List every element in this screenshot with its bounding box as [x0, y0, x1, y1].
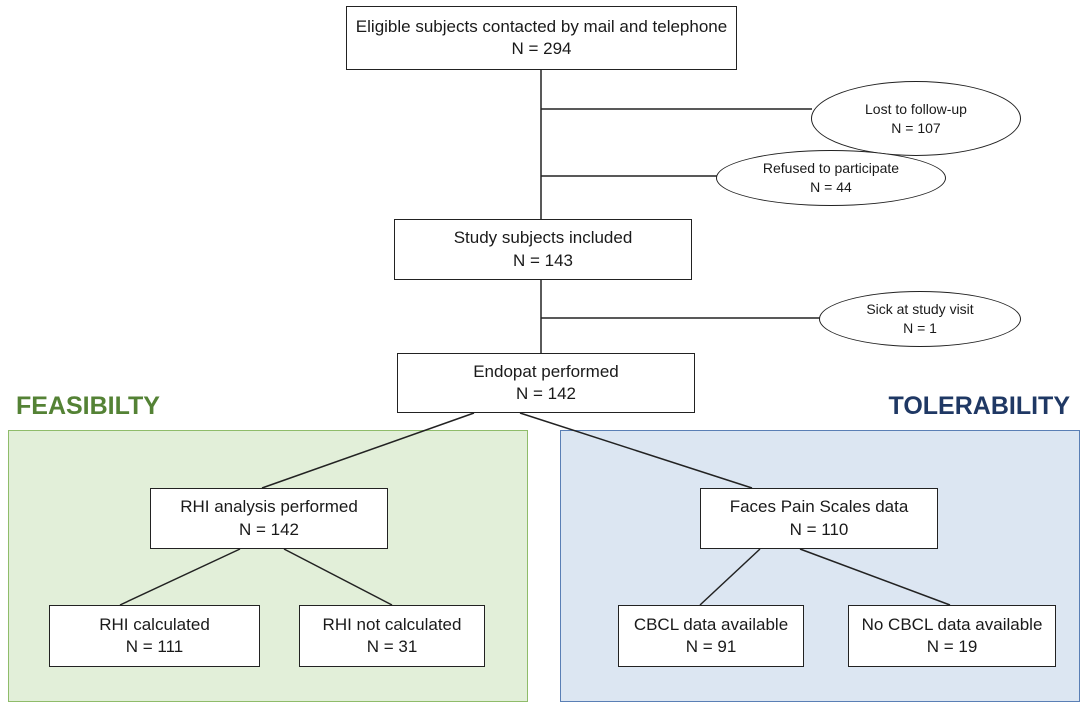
- rhi-not-calculated-box: RHI not calculated N = 31: [299, 605, 485, 667]
- included-count: N = 143: [512, 250, 573, 270]
- connector-faces-cbcl-no: [799, 548, 951, 606]
- endopat-box: Endopat performed N = 142: [397, 353, 695, 413]
- eligible-count: N = 294: [511, 39, 572, 58]
- connector-endopat-rhi: [261, 412, 475, 489]
- rhi-analysis-label: RHI analysis performed: [180, 497, 358, 517]
- rhi-calculated-label: RHI calculated: [99, 614, 210, 634]
- rhi-calculated-count: N = 111: [125, 637, 184, 656]
- refused-count: N = 44: [810, 179, 852, 195]
- endopat-count: N = 142: [515, 384, 576, 403]
- connector-rhi-notcalc: [283, 548, 393, 606]
- sick-oval: Sick at study visit N = 1: [819, 291, 1021, 347]
- refused-oval: Refused to participate N = 44: [716, 150, 946, 206]
- faces-pain-count: N = 110: [789, 519, 849, 539]
- tolerability-heading: TOLERABILITY: [888, 392, 1070, 420]
- connector-faces-cbcl-yes: [699, 548, 761, 606]
- lost-label: Lost to follow-up: [865, 100, 967, 117]
- refused-label: Refused to participate: [762, 160, 900, 177]
- endopat-label: Endopat performed: [473, 361, 619, 381]
- rhi-not-calculated-count: N = 31: [366, 637, 418, 656]
- sick-count: N = 1: [903, 320, 937, 336]
- cbcl-available-label: CBCL data available: [633, 614, 789, 634]
- rhi-analysis-count: N = 142: [238, 519, 299, 539]
- faces-pain-box: Faces Pain Scales data N = 110: [700, 488, 938, 549]
- no-cbcl-label: No CBCL data available: [861, 614, 1043, 634]
- rhi-calculated-box: RHI calculated N = 111: [49, 605, 260, 667]
- eligible-label: Eligible subjects contacted by mail and …: [355, 16, 728, 36]
- connector-endopat-faces: [519, 412, 753, 489]
- cbcl-available-count: N = 91: [685, 637, 737, 656]
- lost-oval: Lost to follow-up N = 107: [811, 81, 1021, 156]
- feasibility-heading: FEASIBILTY: [16, 392, 160, 420]
- included-label: Study subjects included: [453, 228, 633, 248]
- no-cbcl-box: No CBCL data available N = 19: [848, 605, 1056, 667]
- rhi-not-calculated-label: RHI not calculated: [322, 614, 462, 634]
- rhi-analysis-box: RHI analysis performed N = 142: [150, 488, 388, 549]
- sick-label: Sick at study visit: [866, 301, 974, 318]
- connector-rhi-calc: [119, 548, 241, 606]
- faces-pain-label: Faces Pain Scales data: [729, 497, 909, 517]
- no-cbcl-count: N = 19: [926, 637, 978, 656]
- lost-count: N = 107: [891, 119, 941, 136]
- cbcl-available-box: CBCL data available N = 91: [618, 605, 804, 667]
- eligible-box: Eligible subjects contacted by mail and …: [346, 6, 737, 70]
- included-box: Study subjects included N = 143: [394, 219, 692, 280]
